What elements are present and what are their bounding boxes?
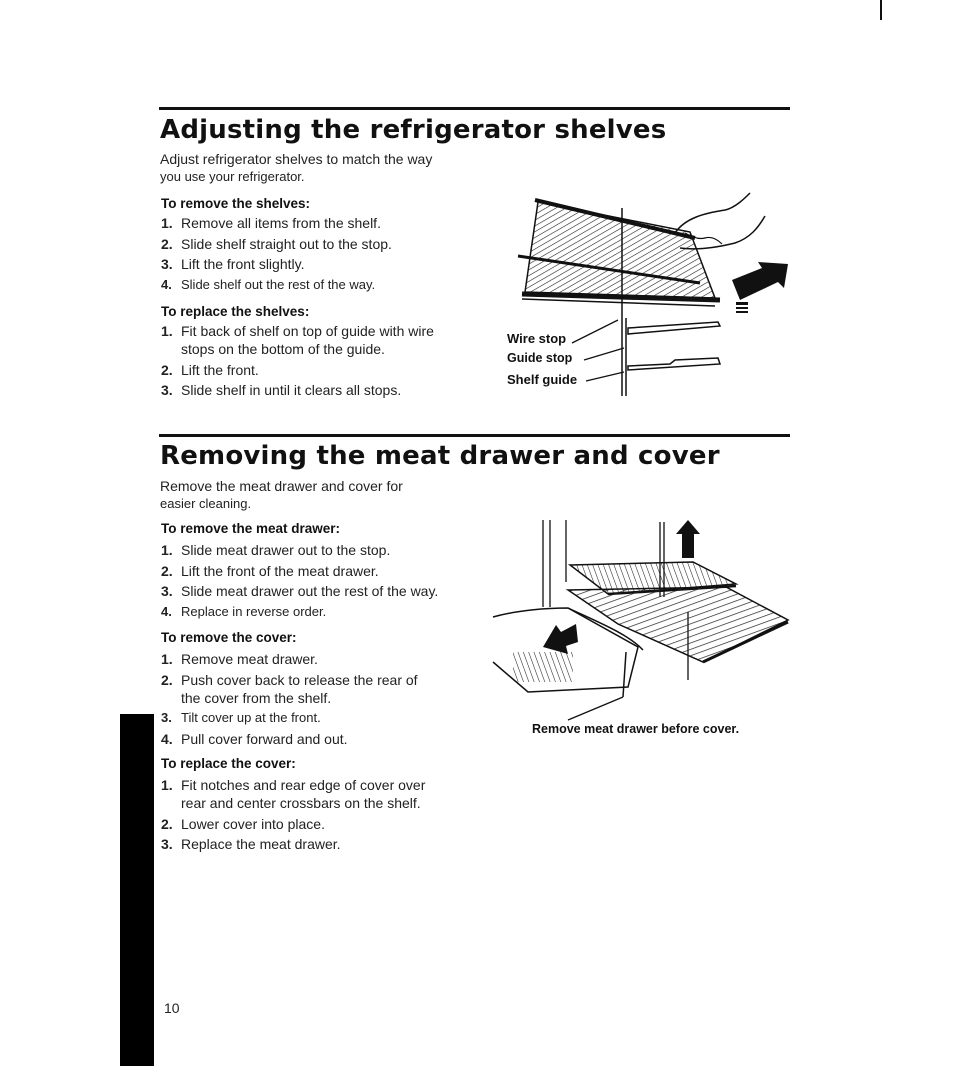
step-number: 1. [161,777,173,793]
step-text: Lift the front of the meat drawer. [181,562,379,579]
figure-caption: Remove meat drawer before cover. [532,722,740,736]
step-text: Fit notches and rear edge of cover over [181,777,426,793]
page-number: 10 [164,1000,180,1016]
intro-line: Adjust refrigerator shelves to match the… [160,151,433,167]
step-text-continued: stops on the bottom of the guide. [181,341,385,357]
step-text: Tilt cover up at the front. [181,710,321,726]
subheading-replace-shelves: To replace the shelves: [161,304,310,319]
remove-cover-steps: 1. Remove meat drawer. 2. Push cover back … [161,650,418,750]
step-item: 3. Replace the meat drawer. [161,835,425,853]
subheading-remove-cover: To remove the cover: [161,630,297,645]
step-text: Lift the front slightly. [181,256,305,273]
section-rule [159,434,790,437]
step-text: Replace in reverse order. [181,603,327,619]
intro-line: you use your refrigerator. [160,169,305,184]
section-intro: Adjust refrigerator shelves to match the… [160,150,432,186]
step-text: Remove all items from the shelf. [181,215,381,231]
step-number: 2. [161,815,173,832]
step-number: 2. [161,671,173,688]
step-text: Slide meat drawer out the rest of the wa… [181,583,439,600]
remove-drawer-steps: 1. Slide meat drawer out to the stop. 2. L… [161,541,438,623]
step-item: 4. Replace in reverse order. [161,603,438,621]
step-text: Pull cover forward and out. [181,730,348,747]
step-item: 1. Slide meat drawer out to the stop. [161,541,438,559]
step-text: Lower cover into place. [181,815,325,832]
step-item: 3. Slide meat drawer out the rest of the … [161,582,438,600]
replace-cover-steps: 1. Fit notches and rear edge of cover ove… [161,776,425,856]
replace-shelves-steps: 1. Fit back of shelf on top of guide with… [161,322,434,402]
step-number: 3. [161,256,173,273]
remove-shelves-steps: 1. Remove all items from the shelf. 2. Sli… [161,214,392,296]
label-shelf-guide: Shelf guide [507,372,578,387]
edge-mark [880,0,882,20]
step-number: 2. [161,361,173,378]
step-item: 1. Fit back of shelf on top of guide with… [161,322,434,358]
step-item: 3. Tilt cover up at the front. [161,709,418,727]
step-number: 1. [161,542,173,558]
step-text-continued: rear and center crossbars on the shelf. [181,795,421,811]
step-item: 2. Lift the front of the meat drawer. [161,562,438,580]
step-text: Replace the meat drawer. [181,836,341,853]
step-item: 2. Lift the front. [161,361,434,379]
step-number: 4. [161,603,172,619]
step-number: 3. [161,710,172,726]
step-number: 1. [161,651,173,667]
step-item: 1. Remove all items from the shelf. [161,214,392,232]
step-text: Remove meat drawer. [181,651,318,667]
section-rule [159,107,790,110]
step-number: 3. [161,583,173,600]
intro-line: easier cleaning. [160,496,252,511]
step-number: 1. [161,215,173,231]
side-tab-bar [120,714,154,1066]
step-number: 3. [161,836,173,853]
step-item: 2. Push cover back to release the rear of… [161,671,418,707]
meat-drawer-illustration [492,520,790,721]
step-item: 1. Fit notches and rear edge of cover ove… [161,776,425,812]
subheading-replace-cover: To replace the cover: [161,756,296,771]
step-item: 4. Slide shelf out the rest of the way. [161,276,392,294]
section-title-shelves: Adjusting the refrigerator shelves [160,115,667,145]
step-text: Slide shelf straight out to the stop. [181,235,392,252]
step-item: 4. Pull cover forward and out. [161,730,418,748]
subheading-remove-shelves: To remove the shelves: [161,196,311,211]
step-item: 3. Lift the front slightly. [161,255,392,273]
step-item: 2. Slide shelf straight out to the stop. [161,235,392,253]
step-number: 3. [161,382,173,399]
step-text: Slide shelf out the rest of the way. [181,276,376,292]
step-text: Lift the front. [181,361,259,378]
step-number: 2. [161,562,173,579]
step-item: 1. Remove meat drawer. [161,650,418,668]
intro-line: Remove the meat drawer and cover for [160,478,403,494]
subheading-remove-drawer: To remove the meat drawer: [161,521,341,536]
label-wire-stop: Wire stop [507,331,567,346]
step-item: 3. Slide shelf in until it clears all sto… [161,381,434,399]
step-item: 2. Lower cover into place. [161,815,425,833]
step-text: Slide shelf in until it clears all stops… [181,382,402,399]
step-text: Push cover back to release the rear of [181,671,418,688]
section-title-meat-drawer: Removing the meat drawer and cover [160,441,720,471]
shelf-illustration [517,192,788,396]
step-text-continued: the cover from the shelf. [181,689,332,706]
label-guide-stop: Guide stop [507,351,573,365]
step-text: Fit back of shelf on top of guide with w… [181,323,434,339]
step-number: 4. [161,276,172,292]
section-intro: Remove the meat drawer and cover for eas… [160,477,403,513]
step-number: 2. [161,235,173,252]
step-number: 4. [161,730,173,747]
step-number: 1. [161,323,173,339]
step-text: Slide meat drawer out to the stop. [181,542,391,558]
